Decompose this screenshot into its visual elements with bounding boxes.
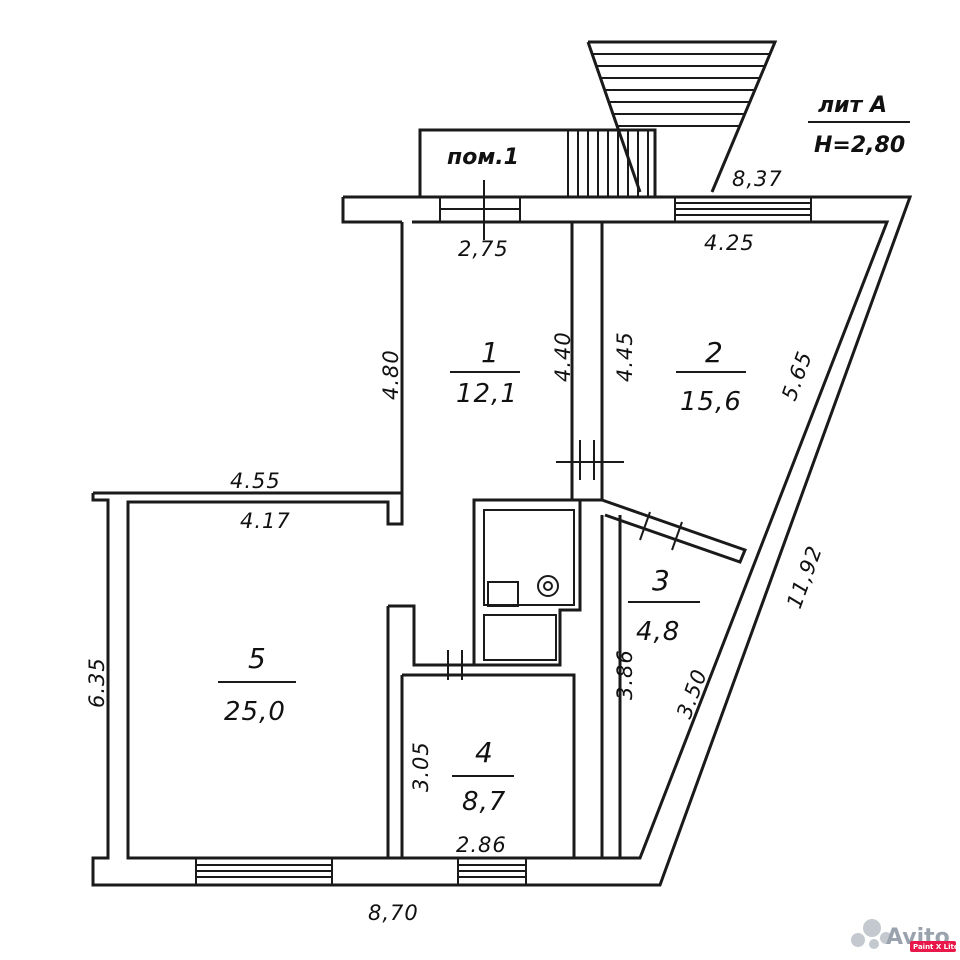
- room-number: 5: [248, 642, 266, 675]
- room-number: 1: [481, 336, 499, 369]
- dim-room4-left: 3.05: [409, 741, 433, 792]
- dim-room3-left: 3.86: [613, 649, 637, 700]
- dim-left-lower: 6.35: [85, 657, 109, 708]
- dimension-lines: [483, 121, 910, 240]
- dim-room2-diag: 5.65: [777, 348, 817, 404]
- dim-bottom: 8,70: [368, 901, 419, 925]
- outer-walls: [91, 195, 913, 887]
- room-1: 1 12,1: [450, 336, 520, 409]
- porch-label: пом.1: [447, 145, 519, 170]
- staircase: [586, 40, 778, 193]
- windows: [195, 196, 812, 886]
- dim-mid-inner: 4.17: [240, 509, 291, 533]
- interior-walls: [386, 222, 747, 860]
- room-2: 2 15,6: [676, 336, 746, 417]
- room-area: 15,6: [680, 387, 742, 417]
- badge-label: Paint X Lite: [913, 943, 959, 951]
- room-number: 3: [652, 564, 670, 597]
- room-5: 5 25,0: [218, 642, 296, 727]
- room-area: 8,7: [462, 787, 506, 817]
- avito-watermark: Avito Paint X Lite: [851, 919, 959, 952]
- dim-room1-height: 4.40: [551, 331, 575, 382]
- room-area: 12,1: [456, 379, 518, 409]
- dim-room2-width: 4.25: [704, 231, 755, 255]
- dim-room4-width: 2.86: [456, 833, 507, 857]
- dim-left-upper: 4.80: [379, 349, 403, 400]
- room-4: 4 8,7: [452, 736, 514, 817]
- dim-room1-width: 2,75: [458, 237, 509, 261]
- room-number: 2: [705, 336, 723, 369]
- badge: [910, 941, 956, 952]
- room-3: 3 4,8: [628, 564, 700, 647]
- height-label: H=2,80: [814, 133, 905, 158]
- lit-label: лит А: [818, 93, 887, 118]
- porch: [418, 128, 657, 197]
- room-area: 4,8: [636, 617, 680, 647]
- room-number: 4: [475, 736, 493, 769]
- avito-dots-icon: [851, 919, 892, 949]
- room-area: 25,0: [224, 697, 286, 727]
- dim-mid-outer: 4.55: [230, 469, 281, 493]
- dim-room2-left: 4.45: [613, 331, 637, 382]
- dim-right-outer: 11,92: [782, 542, 827, 611]
- dim-top-right: 8,37: [732, 167, 783, 191]
- dim-room3-right: 3.50: [672, 666, 712, 722]
